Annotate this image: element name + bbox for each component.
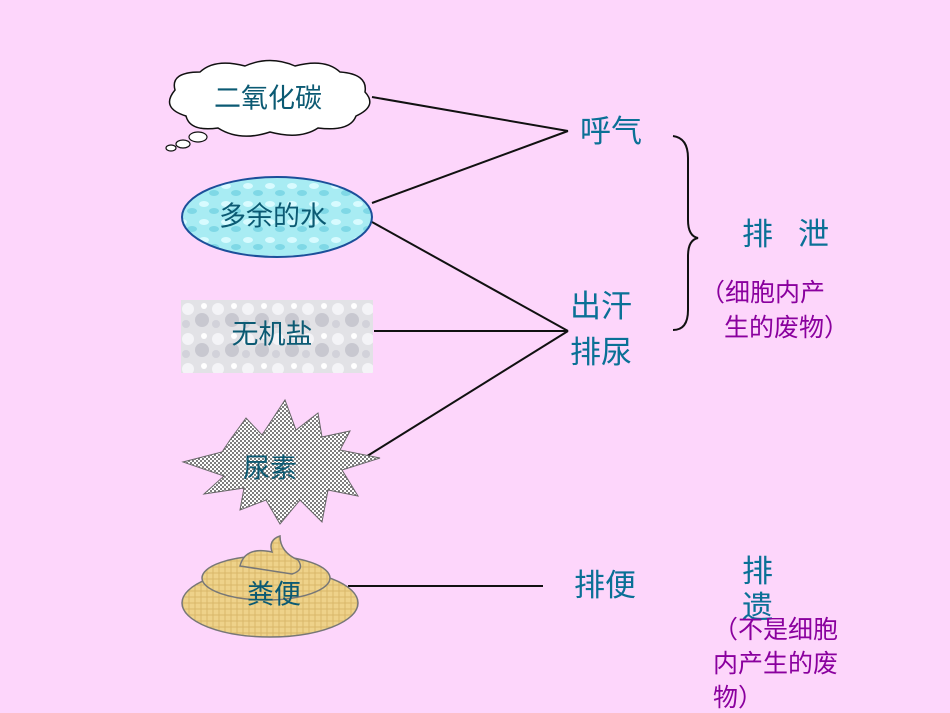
- feces-shape: [181, 534, 359, 638]
- egestion-note-line1: （不是细胞: [713, 615, 839, 644]
- sweat-label: 出汗: [570, 289, 632, 325]
- urea-burst: [181, 398, 381, 525]
- line-urea-sweat: [363, 330, 569, 459]
- co2-label: 二氧化碳: [214, 83, 322, 115]
- salt-rect: [181, 300, 373, 373]
- line-water-breath: [371, 130, 569, 204]
- water-ellipse: [181, 176, 373, 258]
- excretion-brace: [672, 135, 699, 331]
- urine-label: 排尿: [570, 335, 632, 371]
- salt-label: 无机盐: [231, 319, 313, 351]
- defecate-label: 排便: [574, 568, 636, 604]
- line-co2-breath: [371, 96, 569, 132]
- excretion-note-line1: （细胞内产: [700, 278, 826, 307]
- egestion-note-line2: 内产生的废: [713, 649, 839, 678]
- connector-lines: [348, 96, 569, 587]
- egestion-title-line1: 排: [742, 554, 773, 590]
- excretion-note-line2: 生的废物）: [724, 313, 850, 342]
- egestion-note-line3: 物）: [713, 683, 764, 712]
- urea-label: 尿素: [243, 453, 297, 485]
- feces-label: 粪便: [247, 579, 301, 611]
- cloud-shape: [165, 59, 371, 152]
- excretion-title-b: 泄: [798, 217, 829, 253]
- line-water-sweat: [371, 221, 569, 332]
- water-label: 多余的水: [219, 201, 327, 233]
- egestion-title-line2: 遗: [742, 590, 773, 626]
- breath-label: 呼气: [580, 114, 642, 150]
- excretion-title-a: 排: [742, 217, 773, 253]
